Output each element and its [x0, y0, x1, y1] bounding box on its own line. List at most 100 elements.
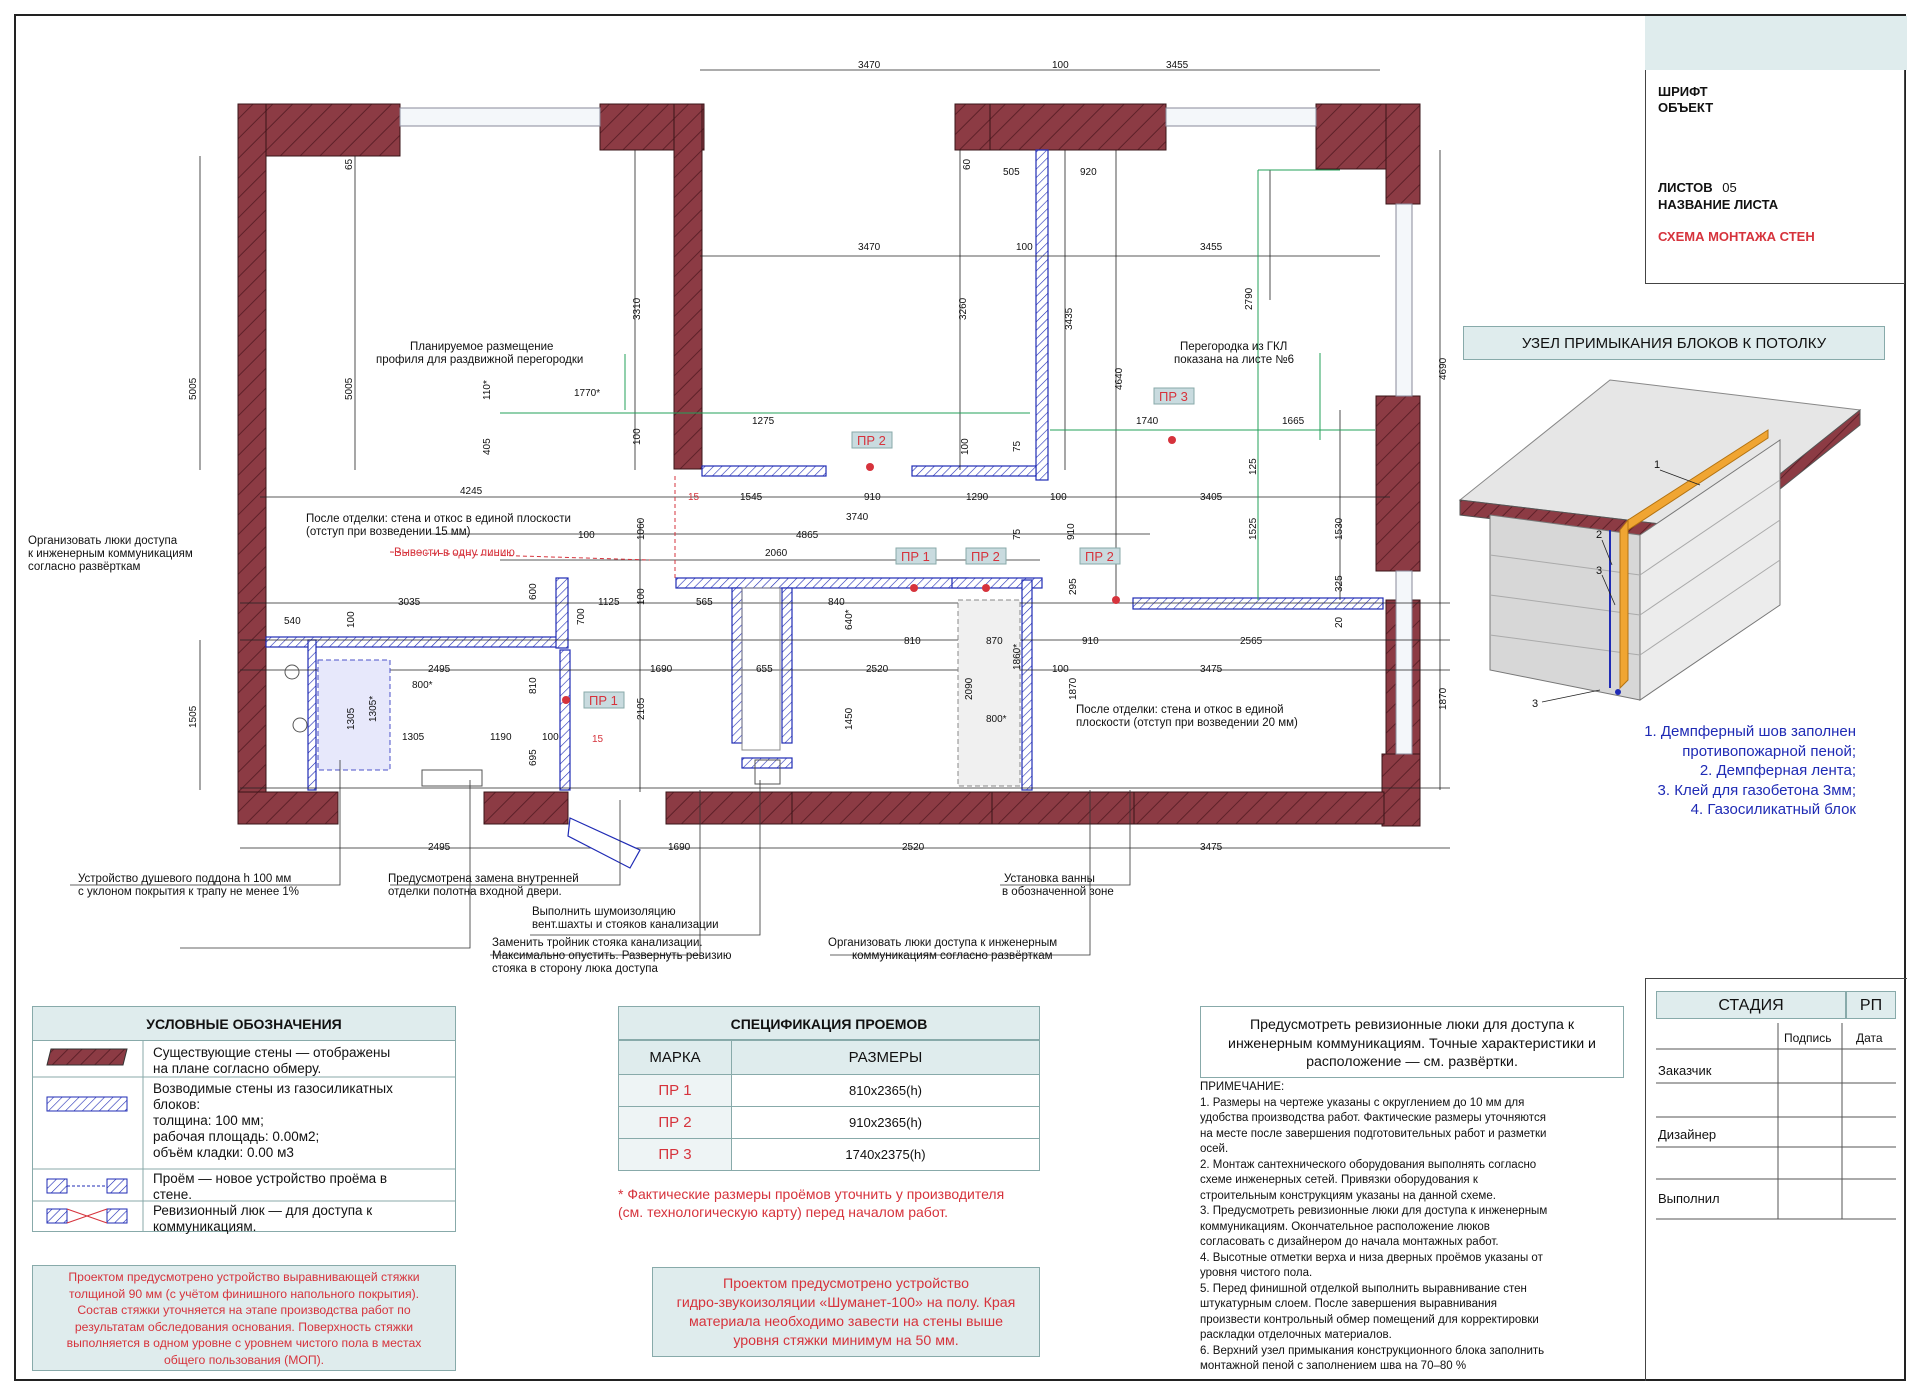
note-line: строительным конструкциям указаны на дан…: [1200, 1189, 1496, 1202]
new-walls: [265, 149, 1384, 791]
dim-text: 1190: [490, 732, 512, 743]
dim-text: 655: [756, 664, 773, 675]
dim-text: 800*: [986, 714, 1007, 725]
legend-row-hatch: Ревизионный люк — для доступа к коммуник…: [153, 1203, 372, 1235]
node-title: УЗЕЛ ПРИМЫКАНИЯ БЛОКОВ К ПОТОЛКУ: [1463, 326, 1885, 360]
dim-text: 2520: [866, 664, 889, 675]
dim-text: 100: [960, 438, 971, 455]
entry-door[interactable]: [567, 817, 641, 869]
opening-labels: ПР 2 ПР 3 ПР 1 ПР 2 ПР 2 ПР 1: [583, 387, 1195, 709]
screed-note-line: выполняется в одном уровне с уровнем чис…: [66, 1336, 422, 1351]
annotation: профиля для раздвижной перегородки: [376, 354, 583, 366]
dim-text: 100: [632, 428, 643, 445]
spec-table: МАРКА РАЗМЕРЫ ПР 1 810x2365(h) ПР 2 910x…: [618, 1040, 1040, 1171]
dim-text: 910: [1066, 523, 1077, 540]
dim-text: 640*: [844, 609, 855, 630]
dim-text: 1290: [966, 492, 989, 503]
legend-text: Проём — новое устройство проёма в: [153, 1171, 388, 1186]
dim-text: 700: [576, 608, 587, 625]
annotation: Организовать люки доступа: [28, 535, 178, 547]
legend-text: Возводимые стены из газосиликатных: [153, 1081, 393, 1096]
node-legend-line: 4. Газосиликатный блок: [1690, 801, 1856, 818]
dim-text: 3455: [1166, 60, 1189, 71]
notes-block: ПРИМЕЧАНИЕ: 1. Размеры на чертеже указан…: [1200, 1080, 1625, 1375]
note-line: монтажной пеной с заполнением шва на 70–…: [1200, 1360, 1467, 1372]
table-row: ПР 2 910x2365(h): [618, 1106, 1040, 1139]
opening-points: [562, 436, 1176, 704]
annotation: Предусмотрена замена внутренней: [388, 873, 579, 885]
dim-text: 1545: [740, 492, 763, 503]
sheets-label-text: ЛИСТОВ: [1658, 180, 1713, 195]
dim-text: 1870: [1068, 677, 1079, 700]
dim-text: 3740: [846, 512, 869, 523]
dim-text: 75: [1012, 528, 1023, 540]
waterproof-note: Проектом предусмотрено устройство гидро-…: [652, 1267, 1040, 1357]
fixtures: [284, 587, 1021, 787]
stage-col-date: Дата: [1856, 1031, 1883, 1045]
stage-value: РП: [1846, 991, 1896, 1019]
node-marker: 3: [1596, 565, 1602, 577]
screed-note-line: общего пользования (МОП).: [163, 1352, 325, 1367]
note-line: удобства производства работ. Фактические…: [1200, 1112, 1546, 1124]
annotation: согласно развёрткам: [28, 561, 141, 573]
dim-text: 695: [528, 749, 539, 766]
dim-text: 1060: [636, 517, 647, 540]
note-line: 6. Верхний узел примыкания конструкционн…: [1200, 1344, 1545, 1357]
dim-text: 1860*: [1012, 644, 1023, 670]
opening-label: ПР 1: [589, 693, 618, 708]
node-marker: 2: [1596, 529, 1602, 541]
note-line: штукатурным слоем. После завершения выра…: [1200, 1298, 1498, 1310]
annotation: Выполнить шумоизоляцию: [532, 906, 676, 918]
legend-panel: УСЛОВНЫЕ ОБОЗНАЧЕНИЯ Существующие стены …: [32, 1006, 456, 1235]
opening-label: ПР 2: [1085, 549, 1114, 564]
note-line: 4. Высотные отметки верха и низа дверных…: [1200, 1251, 1543, 1264]
legend-text: Ревизионный люк — для доступа к: [153, 1203, 373, 1218]
opening-label: ПР 3: [1159, 389, 1188, 404]
dim-text: 1665: [1282, 416, 1305, 427]
note-line: 2. Монтаж сантехнического оборудования в…: [1200, 1158, 1537, 1171]
annotation: Вывести в одну линию: [394, 547, 515, 559]
font-label: ШРИФТ: [1658, 84, 1708, 99]
note-line: 3. Предусмотреть ревизионные люки для до…: [1200, 1205, 1548, 1217]
dim-text: 800*: [412, 680, 433, 691]
waterproof-note-line: уровня стяжки минимум на 50 мм.: [733, 1333, 959, 1349]
dim-text: 1505: [188, 705, 199, 728]
legend-row-new: Возводимые стены из газосиликатных блоко…: [153, 1081, 393, 1161]
sheet-name-value: СХЕМА МОНТАЖА СТЕН: [1658, 229, 1815, 244]
dim-text: 2565: [1240, 636, 1263, 647]
spec-size: 910x2365(h): [731, 1106, 1040, 1139]
stage-row-designer: Дизайнер: [1658, 1127, 1717, 1142]
stage-row-executor: Выполнил: [1658, 1191, 1720, 1206]
note-line: согласовать с дизайнером до начала монта…: [1200, 1236, 1499, 1248]
dim-text: 2090: [964, 677, 975, 700]
existing-walls: [237, 103, 1421, 827]
legend-row-opening: Проём — новое устройство проёма в стене.: [153, 1171, 387, 1203]
spec-mark: ПР 2: [618, 1106, 732, 1139]
screed-note-line: толщиной 90 мм (с учётом финишного напол…: [68, 1286, 420, 1301]
spec-panel: СПЕЦИФИКАЦИЯ ПРОЕМОВ МАРКА РАЗМЕРЫ ПР 1 …: [618, 1006, 1040, 1221]
dim-text: 3475: [1200, 842, 1223, 853]
annotation: коммуникациям согласно развёрткам: [852, 950, 1053, 962]
legend-symbols: [33, 1041, 455, 1231]
legend-text: объём кладки: 0.00 м3: [153, 1145, 294, 1160]
annotation: После отделки: стена и откос в единой: [1076, 704, 1284, 716]
note-line: 5. Перед финишной отделкой выполнить выр…: [1200, 1282, 1527, 1295]
dim-text: 325: [1334, 575, 1345, 592]
dim-text: 15: [688, 492, 700, 503]
dim-text: 100: [1052, 60, 1069, 71]
annotation: Устройство душевого поддона h 100 мм: [78, 873, 291, 885]
screed-note: Проектом предусмотрено устройство выравн…: [32, 1265, 456, 1371]
dim-text: 3470: [858, 242, 881, 253]
dim-text: 2060: [765, 548, 788, 559]
windows: [399, 107, 1413, 755]
dim-text: 2495: [428, 664, 451, 675]
dim-text: 810: [528, 677, 539, 694]
dim-text: 65: [344, 158, 355, 170]
note-line: раскладки отделочных материалов.: [1200, 1329, 1392, 1341]
dim-text: 810: [904, 636, 921, 647]
dim-text: 4865: [796, 530, 819, 541]
dim-text: 60: [962, 158, 973, 170]
annotation: в обозначенной зоне: [1002, 886, 1114, 898]
screed-note-line: Состав стяжки уточняется на этапе произв…: [77, 1303, 411, 1318]
legend-text: блоков:: [153, 1097, 201, 1112]
